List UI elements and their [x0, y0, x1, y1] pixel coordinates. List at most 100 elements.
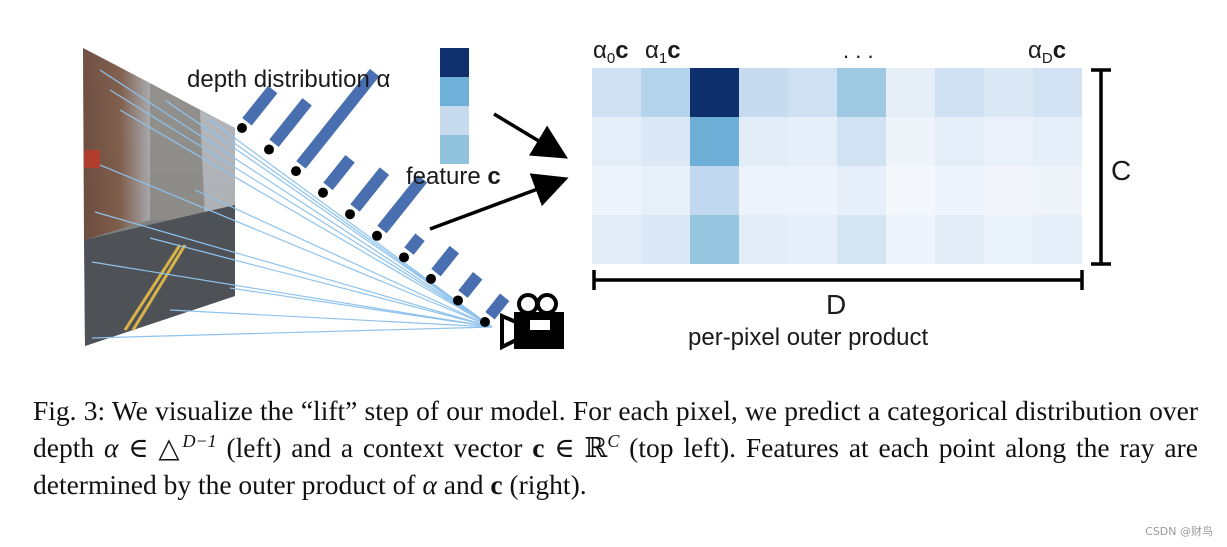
- col-label-1: α1c: [645, 37, 681, 67]
- feature-vector: [440, 48, 469, 164]
- grid-cell: [641, 68, 690, 117]
- grid-cell: [641, 117, 690, 166]
- grid-cell: [788, 117, 837, 166]
- depth-bar: [377, 175, 428, 234]
- caption-text-4: (right).: [502, 469, 587, 500]
- depth-point: [480, 317, 490, 327]
- grid-cell: [1033, 215, 1082, 264]
- caption-sup-c: C: [607, 430, 620, 451]
- grid-cell: [935, 117, 984, 166]
- grid-cell: [592, 166, 641, 215]
- ellipsis: . . .: [843, 38, 874, 63]
- depth-bar: [323, 155, 355, 191]
- figure-caption: Fig. 3: We visualize the “lift” step of …: [33, 392, 1198, 503]
- depth-point: [345, 209, 355, 220]
- caption-reals: ∈ ℝ: [544, 432, 608, 463]
- grid-cell: [739, 215, 788, 264]
- grid-cell: [690, 215, 739, 264]
- depth-point: [399, 252, 409, 263]
- dimension-c-bracket: [1091, 68, 1111, 266]
- grid-cell: [1033, 68, 1082, 117]
- dimension-c-label: C: [1111, 155, 1131, 186]
- dimension-d-label: D: [826, 289, 846, 320]
- depth-point: [264, 144, 274, 155]
- grid-cell: [1033, 166, 1082, 215]
- depth-distribution-bars: [237, 68, 510, 327]
- arrow-from-depth: [429, 173, 569, 231]
- caption-c: c: [532, 432, 545, 463]
- grid-cell: [984, 68, 1033, 117]
- caption-simplex: ∈ △: [118, 432, 183, 463]
- grid-cell: [886, 166, 935, 215]
- grid-cell: [641, 166, 690, 215]
- depth-bar: [458, 272, 483, 298]
- grid-cell: [592, 68, 641, 117]
- grid-cell: [739, 68, 788, 117]
- grid-cell: [641, 215, 690, 264]
- grid-cell: [592, 117, 641, 166]
- feature-label: feature c: [406, 163, 501, 190]
- grid-cell: [788, 215, 837, 264]
- outer-product-label: per-pixel outer product: [688, 324, 928, 351]
- arrow-from-feature: [493, 112, 568, 159]
- caption-alpha: α: [103, 432, 119, 463]
- depth-bar: [269, 98, 312, 148]
- feature-cell-3: [440, 135, 469, 164]
- grid-cell: [788, 68, 837, 117]
- grid-cell: [592, 215, 641, 264]
- grid-cell: [739, 166, 788, 215]
- column-labels: α0c α1c . . . αDc: [593, 37, 1066, 67]
- figure-graphic: depth distribution α feature c α0c α1c .…: [83, 37, 1131, 351]
- caption-and: and: [436, 469, 491, 500]
- grid-cell: [1033, 117, 1082, 166]
- depth-point: [372, 230, 382, 241]
- grid-cell: [886, 215, 935, 264]
- depth-bar: [404, 233, 425, 255]
- grid-cell: [984, 117, 1033, 166]
- depth-bar: [350, 167, 390, 212]
- depth-point: [237, 123, 247, 133]
- grid-cell: [837, 166, 886, 215]
- grid-cell: [935, 166, 984, 215]
- caption-c-2: c: [490, 469, 503, 500]
- dimension-d-bracket: [592, 270, 1084, 290]
- grid-cell: [935, 68, 984, 117]
- grid-cell: [935, 215, 984, 264]
- watermark: CSDN @财鸟: [1145, 525, 1213, 538]
- depth-point: [426, 273, 436, 284]
- depth-bar: [431, 245, 460, 277]
- depth-bar: [296, 68, 380, 169]
- grid-cell: [690, 68, 739, 117]
- caption-text-2: (left) and a context vector: [216, 432, 533, 463]
- grid-cell: [788, 166, 837, 215]
- feature-cell-1: [440, 77, 469, 106]
- depth-point: [453, 295, 463, 306]
- caption-text-3: (top left). Features at each point along…: [33, 432, 1198, 500]
- grid-cell: [984, 166, 1033, 215]
- feature-cell-2: [440, 106, 469, 135]
- grid-cell: [886, 68, 935, 117]
- caption-text-1: We visualize the “lift” step of our mode…: [33, 395, 1198, 463]
- grid-cell: [690, 117, 739, 166]
- grid-cell: [837, 68, 886, 117]
- outer-product-grid: [592, 68, 1082, 264]
- caption-sup-d: D−1: [182, 430, 217, 451]
- col-label-last: αDc: [1028, 37, 1066, 67]
- feature-cell-0: [440, 48, 469, 77]
- grid-cell: [690, 166, 739, 215]
- caption-alpha-2: α: [422, 469, 437, 500]
- depth-point: [291, 166, 301, 177]
- depth-point: [318, 187, 328, 198]
- grid-cell: [837, 117, 886, 166]
- grid-cell: [837, 215, 886, 264]
- camera-rays: [91, 69, 493, 339]
- caption-fig-label: Fig. 3:: [33, 395, 106, 426]
- grid-cell: [739, 117, 788, 166]
- depth-distribution-label: depth distribution α: [187, 66, 390, 93]
- col-label-0: α0c: [593, 37, 629, 67]
- depth-bar: [485, 293, 510, 320]
- camera-icon: [500, 293, 564, 351]
- grid-cell: [886, 117, 935, 166]
- grid-cell: [984, 215, 1033, 264]
- depth-bar: [242, 85, 278, 126]
